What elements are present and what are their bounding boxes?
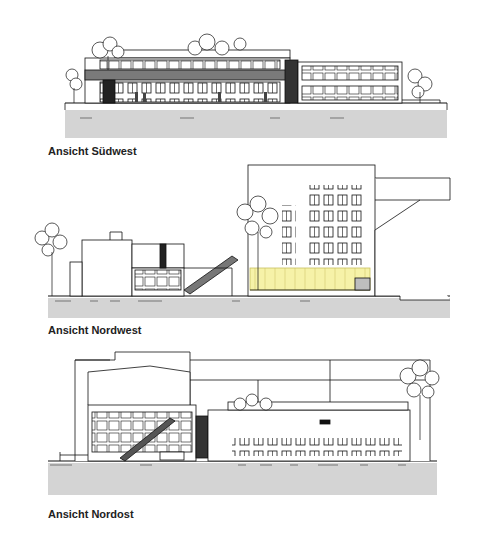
view-caption: Ansicht Nordwest <box>48 324 142 336</box>
ground <box>48 298 450 318</box>
view-caption: Ansicht Südwest <box>48 145 137 157</box>
tree <box>234 360 439 440</box>
view-caption: Ansicht Nordost <box>48 508 134 520</box>
ground <box>48 463 437 495</box>
tree <box>35 196 278 296</box>
ground <box>65 110 447 138</box>
tree <box>66 34 432 103</box>
